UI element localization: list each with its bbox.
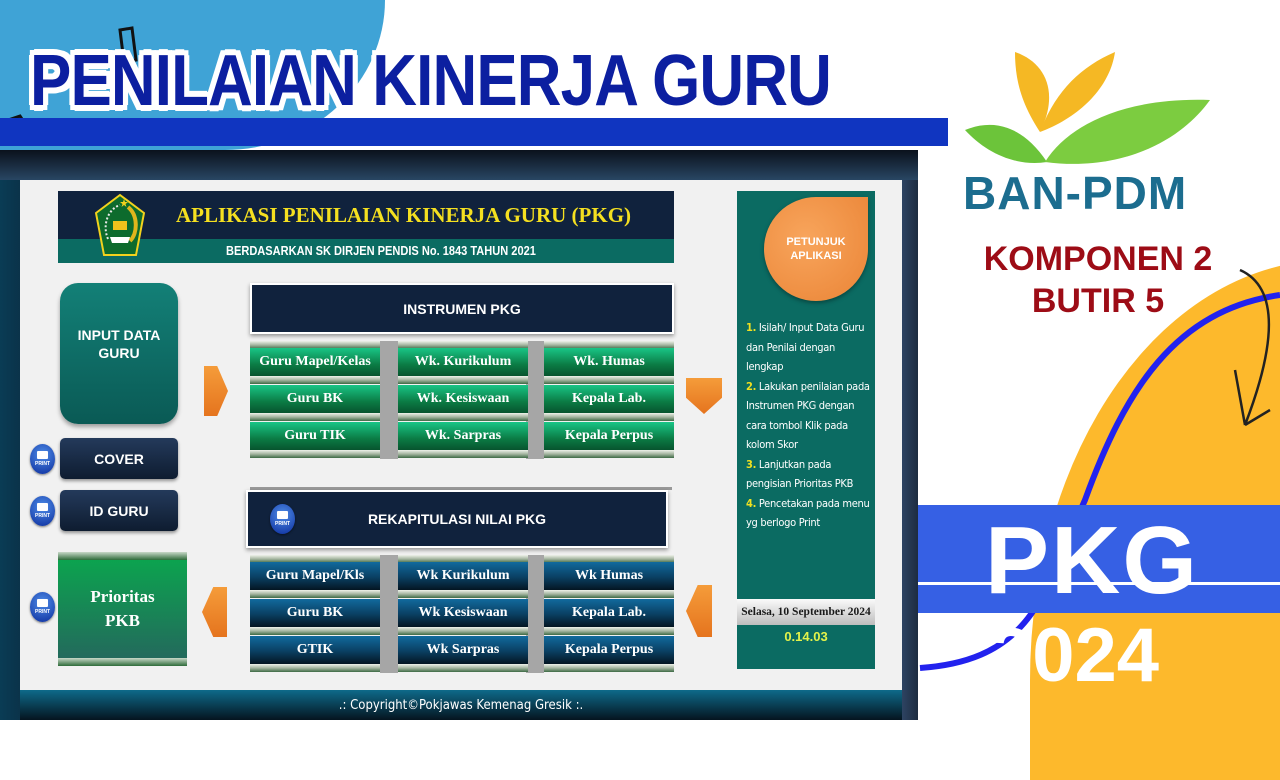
- print-prioritas-icon[interactable]: PRINT: [30, 592, 55, 622]
- rekap-kepala-perpus-button[interactable]: Kepala Perpus: [544, 636, 674, 664]
- app-window-top: [0, 150, 918, 180]
- date-display: Selasa, 10 September 2024: [737, 599, 875, 625]
- instrumen-kepala-lab-button[interactable]: Kepala Lab.: [544, 385, 674, 413]
- row-bar: [544, 376, 674, 384]
- prioritas-line1: Prioritas: [90, 587, 155, 606]
- row-bar: [250, 450, 380, 458]
- instrumen-kepala-perpus-button[interactable]: Kepala Perpus: [544, 422, 674, 450]
- column-separator: [526, 341, 544, 459]
- row-bar: [250, 555, 380, 563]
- row-bar: [398, 590, 528, 598]
- step-item: 2. Lakukan penilaian pada Instrumen PKG …: [746, 379, 870, 452]
- rekap-kepala-lab-button[interactable]: Kepala Lab.: [544, 599, 674, 627]
- prioritas-bottom-bar: [58, 658, 187, 666]
- rekap-guru-mapel-kls-button[interactable]: Guru Mapel/Kls: [250, 562, 380, 590]
- row-bar: [544, 590, 674, 598]
- row-bar: [398, 555, 528, 563]
- row-bar: [250, 590, 380, 598]
- time-display: 0.14.03: [784, 629, 828, 644]
- instrumen-wk-sarpras-button[interactable]: Wk. Sarpras: [398, 422, 528, 450]
- instruction-steps: 1. Isilah/ Input Data Guru dan Penilai d…: [746, 318, 874, 533]
- rekap-grid: Guru Mapel/Kls Wk Kurikulum Wk Humas Gur…: [250, 555, 674, 673]
- pkg-band: [918, 505, 1280, 613]
- pkg-label: PKG: [985, 507, 1200, 614]
- print-id-guru-icon[interactable]: PRINT: [30, 496, 55, 526]
- instrumen-guru-mapel-kelas-button[interactable]: Guru Mapel/Kelas: [250, 348, 380, 376]
- step-item: 3. Lanjutkan pada pengisian Prioritas PK…: [746, 457, 854, 491]
- butir-line: BUTIR 5: [1031, 282, 1165, 320]
- rekap-wk-kesiswaan-button[interactable]: Wk Kesiswaan: [398, 599, 528, 627]
- instrumen-wk-humas-button[interactable]: Wk. Humas: [544, 348, 674, 376]
- row-bar: [250, 664, 380, 672]
- decorative-curve-icon: [919, 268, 1280, 671]
- rekap-gtik-button[interactable]: GTIK: [250, 636, 380, 664]
- row-bar: [250, 413, 380, 421]
- year-label: 2024: [990, 613, 1160, 698]
- petunjuk-aplikasi-button[interactable]: PETUNJUK APLIKASI: [764, 197, 868, 301]
- app-header: APLIKASI PENILAIAN KINERJA GURU (PKG) BE…: [58, 191, 674, 263]
- rekap-title: REKAPITULASI NILAI PKG: [367, 511, 547, 527]
- row-bar: [398, 450, 528, 458]
- copyright-text: .: Copyright©Pokjawas Kemenag Gresik :.: [338, 698, 584, 713]
- row-bar: [398, 376, 528, 384]
- prioritas-line2: PKB: [105, 611, 140, 630]
- title-underline-band: [0, 118, 948, 146]
- ban-pdm-logo-text: BAN-PDM: [963, 167, 1188, 219]
- instrumen-grid: Guru Mapel/Kelas Wk. Kurikulum Wk. Humas…: [250, 341, 674, 459]
- row-bar: [398, 627, 528, 635]
- rekap-guru-bk-button[interactable]: Guru BK: [250, 599, 380, 627]
- row-bar: [398, 664, 528, 672]
- input-data-guru-button[interactable]: INPUT DATA GURU: [60, 283, 178, 424]
- app-footer: .: Copyright©Pokjawas Kemenag Gresik :.: [20, 690, 902, 720]
- cover-button[interactable]: COVER: [60, 438, 178, 479]
- column-separator: [380, 341, 398, 459]
- petunjuk-line1: PETUNJUK: [786, 236, 846, 248]
- row-bar: [544, 341, 674, 349]
- header-bottom-band: [58, 239, 674, 263]
- row-bar: [544, 450, 674, 458]
- row-bar: [250, 341, 380, 349]
- pkg-band-line: [918, 582, 1280, 585]
- rekap-wk-kurikulum-button[interactable]: Wk Kurikulum: [398, 562, 528, 590]
- print-rekap-icon[interactable]: PRINT: [270, 504, 295, 534]
- row-bar: [544, 555, 674, 563]
- column-separator: [526, 555, 544, 673]
- kemenag-emblem-icon: [94, 193, 146, 256]
- row-bar: [250, 376, 380, 384]
- row-bar: [398, 413, 528, 421]
- row-bar: [250, 627, 380, 635]
- instrumen-pkg-header: INSTRUMEN PKG: [250, 283, 674, 334]
- id-guru-button[interactable]: ID GURU: [60, 490, 178, 531]
- instrumen-guru-bk-button[interactable]: Guru BK: [250, 385, 380, 413]
- row-bar: [398, 341, 528, 349]
- rekap-wk-sarpras-button[interactable]: Wk Sarpras: [398, 636, 528, 664]
- petunjuk-sidebar: PETUNJUK APLIKASI 1. Isilah/ Input Data …: [737, 191, 875, 669]
- rekapitulasi-nilai-header: PRINT REKAPITULASI NILAI PKG: [246, 490, 668, 548]
- rekap-top-bar: [250, 487, 672, 490]
- app-title: APLIKASI PENILAIAN KINERJA GURU (PKG): [176, 203, 632, 227]
- komponen-line: KOMPONEN 2: [983, 240, 1213, 278]
- row-bar: [544, 627, 674, 635]
- header-top-band: [58, 191, 674, 239]
- column-separator: [380, 555, 398, 673]
- instrumen-wk-kurikulum-button[interactable]: Wk. Kurikulum: [398, 348, 528, 376]
- rekap-wk-humas-button[interactable]: Wk Humas: [544, 562, 674, 590]
- petunjuk-line2: APLIKASI: [790, 250, 842, 262]
- app-subtitle: BERDASARKAN SK DIRJEN PENDIS No. 1843 TA…: [226, 243, 536, 258]
- banner-title: PENILAIAN KINERJA GURU: [30, 41, 832, 121]
- prioritas-top-bar: [58, 552, 187, 560]
- komponen-label: KOMPONEN 2 BUTIR 5: [962, 238, 1234, 322]
- instrumen-guru-tik-button[interactable]: Guru TIK: [250, 422, 380, 450]
- prioritas-pkb-button[interactable]: Prioritas PKB: [58, 552, 187, 666]
- step-item: 1. Isilah/ Input Data Guru dan Penilai d…: [746, 321, 865, 373]
- instrumen-wk-kesiswaan-button[interactable]: Wk. Kesiswaan: [398, 385, 528, 413]
- ban-pdm-leaf-logo-icon: [965, 52, 1210, 164]
- print-cover-icon[interactable]: PRINT: [30, 444, 55, 474]
- row-bar: [544, 413, 674, 421]
- step-item: 4. Pencetakan pada menu yg berlogo Print: [746, 496, 870, 530]
- prioritas-body[interactable]: Prioritas PKB: [58, 560, 187, 658]
- row-bar: [544, 664, 674, 672]
